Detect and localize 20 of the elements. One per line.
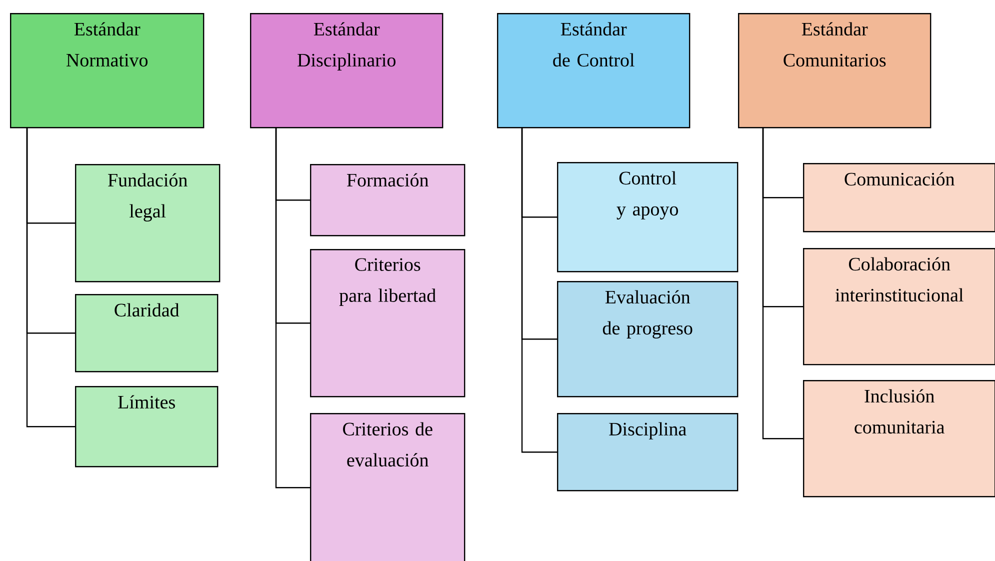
item-box: Comunicación [803, 163, 995, 232]
connector-line [762, 127, 803, 440]
connector-line [521, 127, 557, 453]
header-box: Estándar Normativo [10, 13, 204, 128]
item-box: Evaluación de progreso [557, 281, 738, 398]
item-box: Formación [310, 164, 466, 236]
item-box: Control y apoyo [557, 162, 738, 272]
item-box: Claridad [75, 294, 218, 372]
item-box: Colaboración interinstitucional [803, 248, 995, 366]
item-box: Fundación legal [75, 164, 220, 282]
header-box: Estándar Comunitarios [738, 13, 932, 128]
connector-line [26, 127, 76, 428]
connector-line [275, 127, 310, 488]
item-box: Límites [75, 386, 218, 468]
item-box: Inclusión comunitaria [803, 380, 995, 498]
header-box: Estándar Disciplinario [250, 13, 444, 128]
item-box: Disciplina [557, 412, 738, 492]
header-box: Estándar de Control [497, 13, 690, 128]
item-box: Criterios de evaluación [310, 412, 466, 561]
item-box: Criterios para libertad [310, 249, 466, 398]
